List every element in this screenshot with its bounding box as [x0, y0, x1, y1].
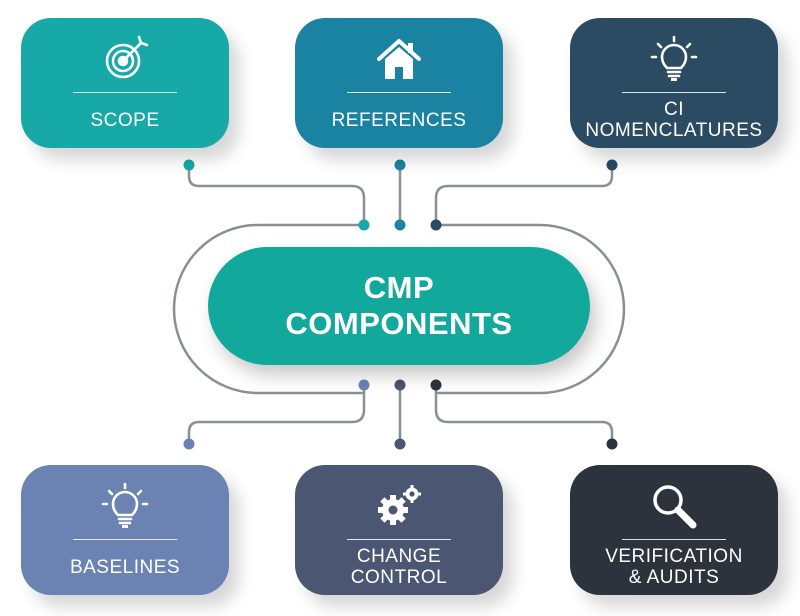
- dot-center-top-1: [358, 219, 370, 231]
- connector-ci-nomenclatures: [434, 163, 614, 227]
- card-baselines: BASELINES: [21, 465, 229, 595]
- card-label-line: BASELINES: [69, 556, 181, 578]
- card-divider: [73, 92, 177, 93]
- card-divider: [347, 539, 451, 540]
- center-pill: CMP COMPONENTS: [208, 247, 590, 365]
- dot-center-top-2: [394, 219, 406, 231]
- card-label-line: CI: [663, 99, 684, 120]
- dot-center-top-3: [430, 219, 442, 231]
- card-change-control: CHANGE CONTROL: [295, 465, 503, 595]
- bracket-top: [172, 223, 364, 395]
- card-label-line: NOMENCLATURES: [585, 120, 763, 141]
- dot-ci-nomenclatures: [606, 159, 618, 171]
- card-divider: [347, 92, 451, 93]
- card-label-line: VERIFICATION: [605, 546, 743, 567]
- dot-center-bottom-1: [358, 379, 370, 391]
- gears-icon: [295, 481, 503, 531]
- dot-center-bottom-2: [394, 379, 406, 391]
- card-label-line: CONTROL: [350, 567, 448, 588]
- target-icon: [21, 34, 229, 84]
- card-label: CI NOMENCLATURES: [578, 98, 770, 142]
- card-label: REFERENCES: [303, 98, 495, 142]
- card-label: SCOPE: [29, 98, 221, 142]
- card-label-line: SCOPE: [90, 109, 160, 131]
- center-title-line1: CMP: [363, 270, 435, 305]
- card-divider: [622, 539, 726, 540]
- card-label: CHANGE CONTROL: [303, 545, 495, 589]
- card-verification-audits: VERIFICATION & AUDITS: [570, 465, 778, 595]
- bracket-right: [436, 223, 626, 395]
- connector-scope: [187, 163, 366, 227]
- dot-scope: [183, 159, 195, 171]
- card-ci-nomenclatures: CI NOMENCLATURES: [570, 18, 778, 148]
- connector-baselines: [187, 383, 366, 446]
- dot-references: [394, 159, 406, 171]
- connector-verification-audits: [434, 383, 614, 446]
- card-references: REFERENCES: [295, 18, 503, 148]
- card-label-line: REFERENCES: [331, 109, 467, 131]
- center-title-line2: COMPONENTS: [285, 306, 513, 341]
- card-divider: [73, 539, 177, 540]
- lightbulb-icon: [570, 34, 778, 84]
- card-scope: SCOPE: [21, 18, 229, 148]
- dot-center-bottom-3: [430, 379, 442, 391]
- card-label: BASELINES: [29, 545, 221, 589]
- dot-baselines: [183, 438, 195, 450]
- card-label: VERIFICATION & AUDITS: [578, 545, 770, 589]
- card-label-line: & AUDITS: [628, 567, 720, 588]
- magnifier-icon: [570, 481, 778, 531]
- dot-verification-audits: [606, 438, 618, 450]
- home-icon: [295, 34, 503, 84]
- card-divider: [622, 92, 726, 93]
- lightbulb-icon: [21, 481, 229, 531]
- card-label-line: CHANGE: [356, 546, 442, 567]
- dot-change-control: [394, 438, 406, 450]
